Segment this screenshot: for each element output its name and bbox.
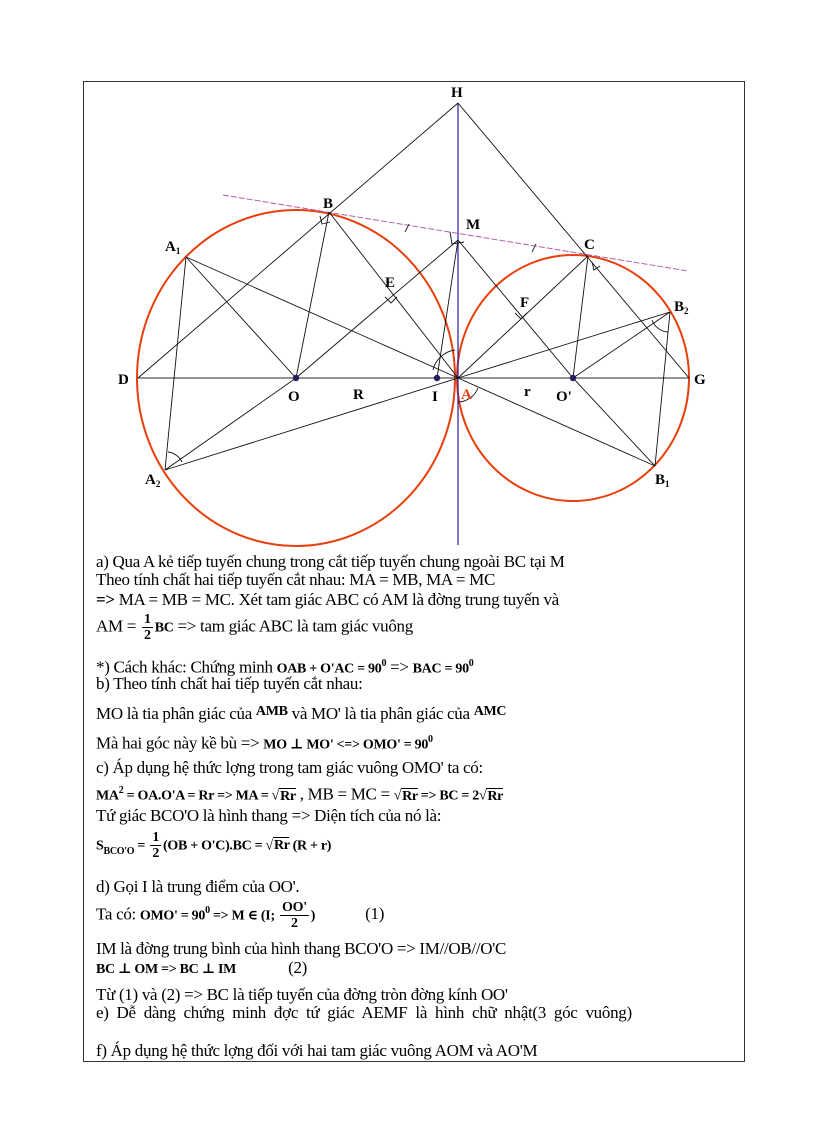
label-C: C [584, 237, 595, 253]
part-d-line4: BC ⊥ OM => BC ⊥ IM(2) [96, 958, 308, 978]
label-M: M [466, 217, 480, 233]
label-R: R [353, 387, 364, 403]
part-c-line3: Tứ giác BCO'O là hình thang => Diện tích… [96, 806, 442, 825]
label-E: E [385, 275, 395, 291]
part-d-line3: IM là đờng trung bình của hình thang BCO… [96, 939, 507, 958]
page-border [83, 81, 745, 1062]
label-B: B [323, 196, 333, 212]
label-O-prime: O' [556, 389, 572, 405]
label-A1: A1 [165, 239, 181, 256]
part-c-line1: c) Áp dụng hệ thức lợng trong tam giác v… [96, 758, 483, 777]
part-c-line2: MA2 = OA.O'A = Rr => MA = √Rr , MB = MC … [96, 784, 504, 804]
part-d-line5: Từ (1) và (2) => BC là tiếp tuyến của đờ… [96, 985, 508, 1004]
common-external-tangent [222, 194, 689, 272]
label-A: A [461, 387, 472, 403]
part-e: e) Dễ dàng chứng minh đợc tứ giác AEMF l… [96, 1003, 632, 1022]
part-a-line2: Theo tính chất hai tiếp tuyến cắt nhau: … [96, 570, 495, 589]
label-r: r [524, 384, 531, 400]
part-f: f) Áp dụng hệ thức lợng đối với hai tam … [96, 1041, 538, 1060]
alt-proof-line: *) Cách khác: Chứng minh OAB + O'AC = 90… [96, 657, 474, 677]
label-D: D [118, 372, 129, 388]
part-d-line1: d) Gọi I là trung điểm của OO'. [96, 877, 300, 896]
part-b-line3: Mà hai góc này kề bù => MO ⊥ MO' <=> OMO… [96, 733, 433, 753]
part-b-line1: b) Theo tính chất hai tiếp tuyến cắt nha… [96, 674, 363, 693]
label-G: G [694, 372, 706, 388]
part-a-line3: => MA = MB = MC. Xét tam giác ABC có AM … [96, 590, 559, 609]
label-A2: A2 [145, 472, 161, 489]
label-I: I [432, 389, 438, 405]
label-O: O [288, 389, 300, 405]
part-d-line2: Ta có: OMO' = 900 => M ∈ (I; OO'2)(1) [96, 900, 385, 931]
geometry-figure: H B M C A1 E F B2 D O R I A r O' G A2 B1 [118, 85, 706, 547]
label-H: H [451, 85, 463, 101]
label-F: F [520, 295, 529, 311]
part-a-line1: a) Qua A kẻ tiếp tuyến chung trong cắt t… [96, 552, 565, 571]
label-B2: B2 [674, 299, 689, 316]
part-b-line2: MO là tia phân giác của AMB và MO' là ti… [96, 704, 507, 723]
label-B1: B1 [655, 472, 670, 489]
